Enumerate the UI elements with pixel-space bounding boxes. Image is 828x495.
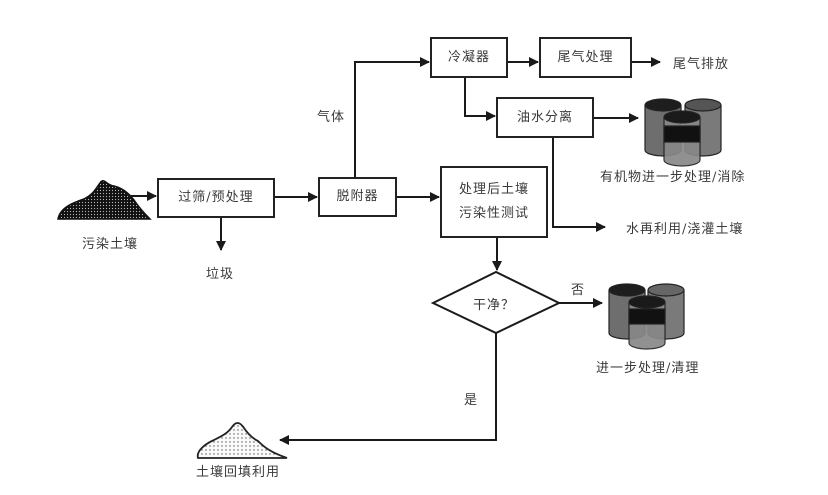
exhaust-treatment-label: 尾气处理 [557,49,614,65]
arrow-oil-water-to-water-reuse [552,137,606,232]
arrow-condenser-to-oil-water [464,78,496,121]
soil-test-label-line1: 处理后土壤 [458,182,529,197]
condenser-label: 冷凝器 [447,49,490,65]
desorber-label: 脱附器 [336,189,379,204]
soil-test-box: 处理后土壤 污染性测试 [440,166,548,238]
oil-water-separation-label: 油水分离 [516,109,573,125]
yes-label: 是 [464,393,479,408]
gas-label: 气体 [317,110,346,125]
contaminated-soil-label: 污染土壤 [82,237,139,252]
screening-label: 过筛/预处理 [178,190,254,205]
condenser-box: 冷凝器 [430,37,508,78]
organic-drums-icon [644,98,722,167]
exhaust-emission-label: 尾气排放 [673,57,730,72]
contaminated-soil-pile-icon [57,180,152,220]
oil-water-separation-box: 油水分离 [496,97,594,138]
backfill-soil-pile-icon [196,422,288,459]
further-treatment-label: 进一步处理/清理 [596,361,700,376]
arrow-desorber-to-condenser [354,57,430,177]
exhaust-treatment-box: 尾气处理 [539,37,632,78]
clean-decision-diamond [430,270,562,335]
clean-decision-label: 干净？ [473,298,516,313]
soil-test-label-line2: 污染性测试 [458,206,529,221]
further-treatment-drums-icon [608,283,685,350]
water-reuse-label: 水再利用/浇灌土壤 [626,222,744,237]
desorber-box: 脱附器 [318,177,397,217]
organic-treatment-label: 有机物进一步处理/消除 [600,170,746,185]
arrow-decision-yes [279,333,497,445]
waste-label: 垃圾 [206,267,235,282]
screening-box: 过筛/预处理 [157,178,275,218]
no-label: 否 [571,283,586,298]
soil-backfill-label: 土壤回填利用 [196,465,281,480]
